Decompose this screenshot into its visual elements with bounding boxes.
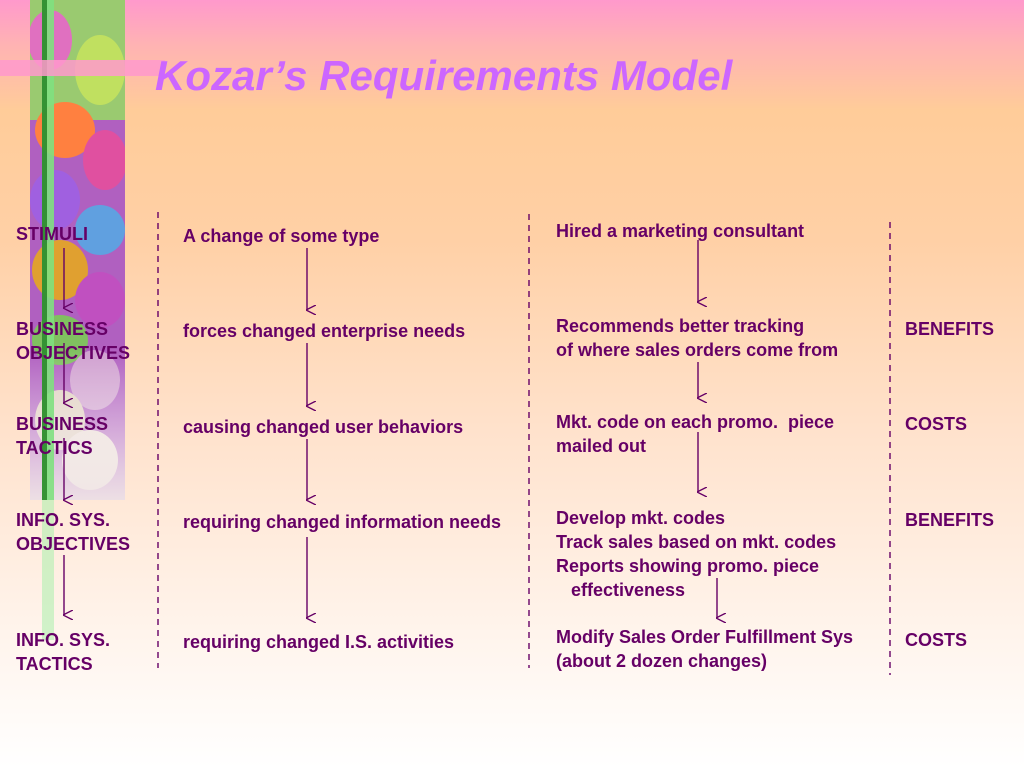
example-step-develop-codes: Develop mkt. codes Track sales based on …: [556, 508, 837, 600]
generic-step-stimulus: A change of some type: [183, 226, 380, 246]
generic-step-enterprise-needs: forces changed enterprise needs: [183, 321, 466, 341]
generic-step-information-needs: requiring changed information needs: [183, 512, 502, 532]
example-step-mkt-code: Mkt. code on each promo. piece mailed ou…: [556, 412, 835, 456]
impact-info-sys-objectives: BENEFITS: [905, 510, 995, 530]
decorative-pink-bar: [0, 60, 165, 76]
impact-info-sys-tactics: COSTS: [905, 630, 968, 650]
example-step-consultant: Hired a marketing consultant: [556, 221, 805, 241]
slide-title: Kozar’s Requirements Model: [155, 52, 733, 99]
impact-business-objectives: BENEFITS: [905, 319, 995, 339]
decorative-green-stripe: [42, 500, 54, 640]
level-info-sys-tactics: INFO. SYS. TACTICS: [16, 630, 111, 674]
level-business-objectives: BUSINESS OBJECTIVES: [16, 319, 131, 363]
example-step-tracking: Recommends better tracking of where sale…: [556, 316, 839, 360]
level-stimuli: STIMULI: [16, 224, 88, 244]
example-step-modify-system: Modify Sales Order Fulfillment Sys (abou…: [556, 627, 854, 671]
level-business-tactics: BUSINESS TACTICS: [16, 414, 109, 458]
generic-step-user-behaviors: causing changed user behaviors: [183, 417, 464, 437]
level-info-sys-objectives: INFO. SYS. OBJECTIVES: [16, 510, 131, 554]
impact-business-tactics: COSTS: [905, 414, 968, 434]
generic-step-is-activities: requiring changed I.S. activities: [183, 632, 455, 652]
decorative-collage: [30, 0, 125, 500]
